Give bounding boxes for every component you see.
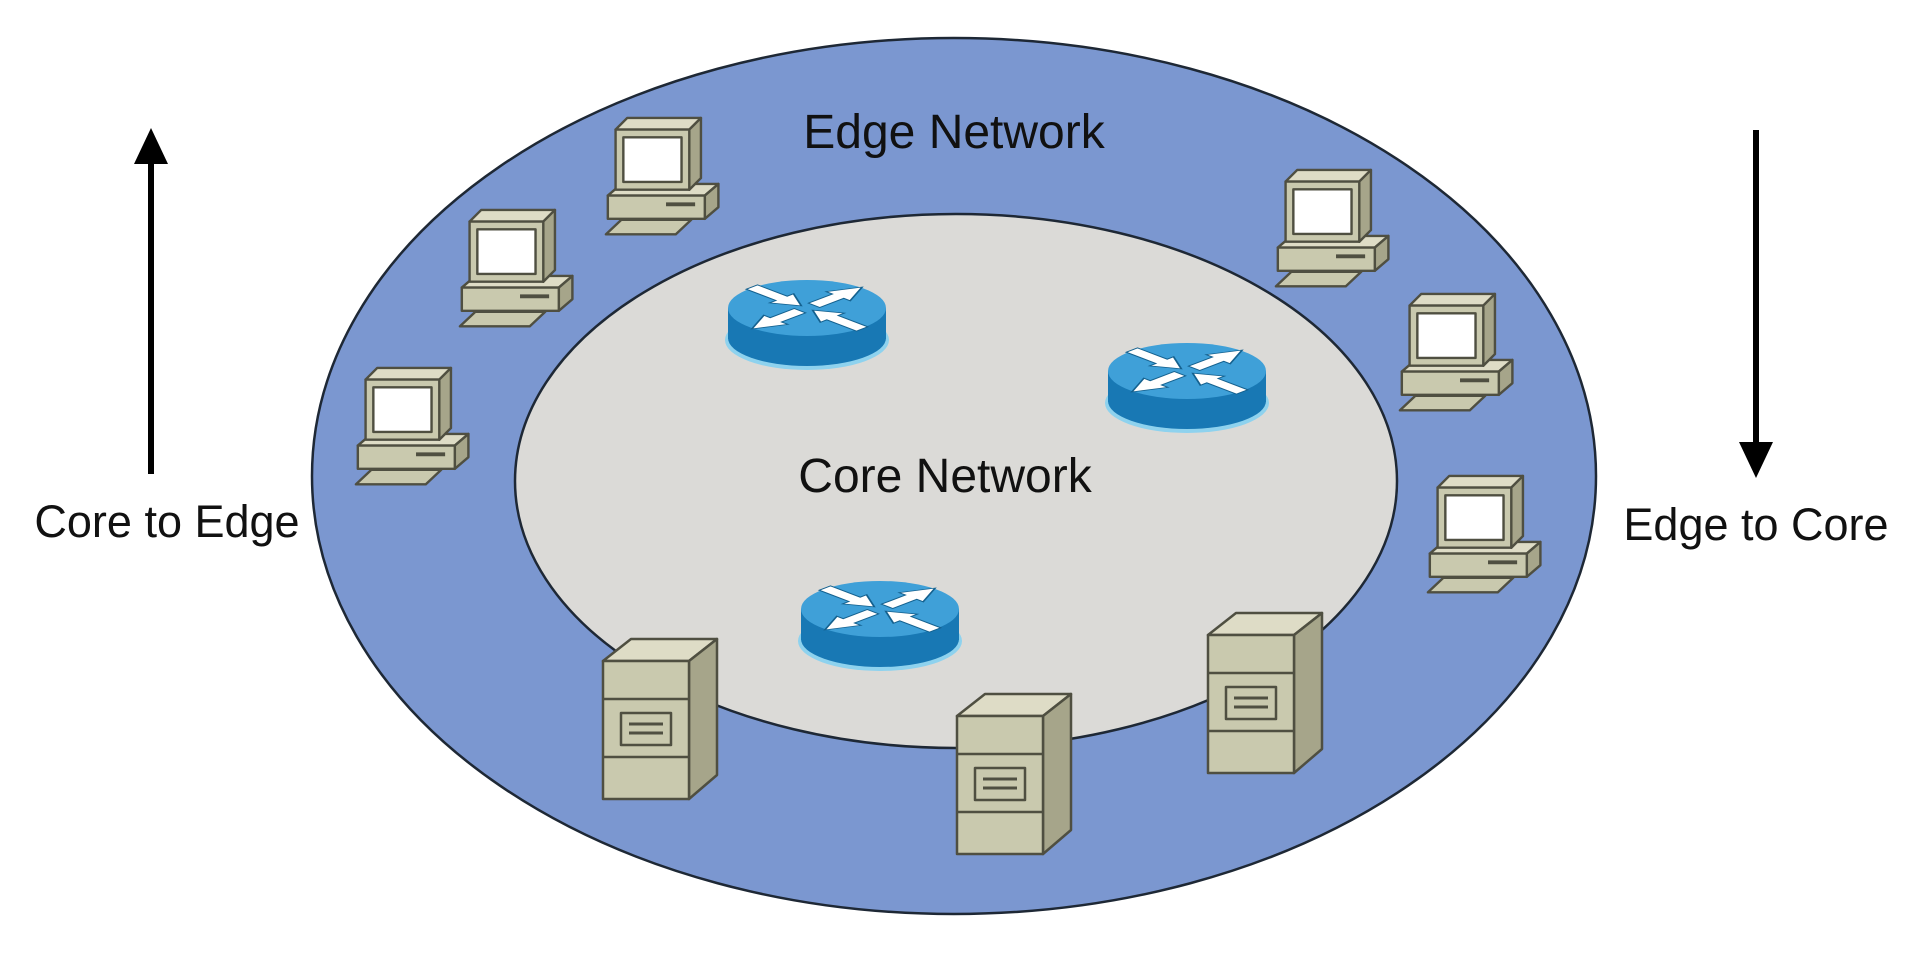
edge-to-core-label: Edge to Core [1623,499,1888,550]
core-network-label: Core Network [798,450,1092,503]
desktop-computer-icon [603,116,721,237]
core-router-icon [724,279,890,371]
down-arrow-icon [1739,130,1773,478]
desktop-computer-icon [1273,168,1391,289]
core-to-edge-label: Core to Edge [34,496,299,547]
up-arrow-icon [134,128,168,474]
server-icon [601,637,719,801]
desktop-computer-icon [353,366,471,487]
server-icon [1206,611,1324,775]
server-icon [955,692,1073,856]
desktop-computer-icon [1425,474,1543,595]
core-router-icon [797,580,963,672]
edge-network-label: Edge Network [803,106,1105,159]
desktop-computer-icon [1397,292,1515,413]
core-router-icon [1104,342,1270,434]
desktop-computer-icon [457,208,575,329]
